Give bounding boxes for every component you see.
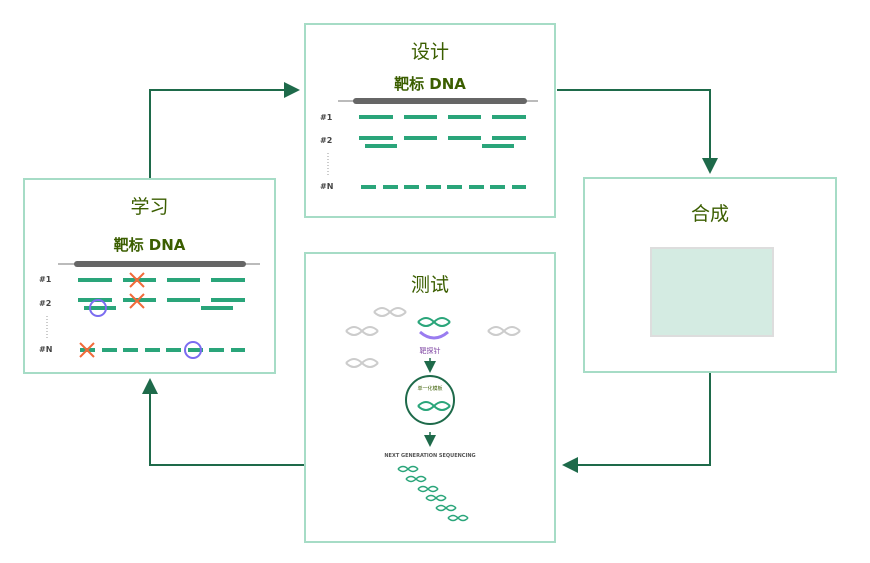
arrow-design-to-synthesis [557, 89, 718, 174]
learn-oligo-diagram: #1 #2 #N [39, 261, 260, 359]
row-label-n: #N [39, 345, 52, 354]
test-ngs-diagram: 靶探针 单一化模板 NEXT GENERATION SEQUENCING [345, 307, 521, 522]
test-title: 测试 [410, 274, 449, 296]
row-label-2: #2 [39, 299, 51, 308]
row-label-2: #2 [320, 136, 332, 145]
dna-icons [345, 307, 521, 368]
design-title: 设计 [410, 41, 449, 63]
learn-box: 学习 靶标 DNA #1 #2 #N [23, 178, 276, 374]
arrow-learn-to-design [149, 82, 300, 178]
probe-icon [419, 330, 449, 340]
row-label-1: #1 [39, 275, 52, 284]
sequencing-reads [397, 465, 469, 522]
template-label: 单一化模板 [417, 385, 442, 392]
arrow-test-to-learn [142, 378, 304, 466]
design-oligo-diagram: #1 #2 #N [320, 98, 538, 191]
error-cross-icons [79, 272, 145, 358]
synthesis-box: 合成 [583, 177, 837, 373]
probe-label: 靶探针 [420, 346, 441, 355]
test-box: 测试 靶探针 单一化模板 NEXT GENERATION SEQUENCING [304, 252, 556, 543]
row-label-n: #N [320, 182, 333, 191]
row-label-1: #1 [320, 113, 333, 122]
arrow-synthesis-to-test [562, 373, 711, 473]
target-dna-icon [417, 317, 451, 327]
ngs-label: NEXT GENERATION SEQUENCING [384, 453, 475, 459]
design-subtitle: 靶标 DNA [394, 75, 466, 93]
mutation-circle-icons [89, 299, 202, 359]
synthesis-image-placeholder [650, 247, 774, 337]
synthesis-title: 合成 [690, 203, 729, 225]
learn-title: 学习 [130, 196, 169, 218]
design-box: 设计 靶标 DNA #1 #2 #N [304, 23, 556, 218]
template-circle [405, 375, 455, 425]
learn-subtitle: 靶标 DNA [113, 236, 186, 254]
